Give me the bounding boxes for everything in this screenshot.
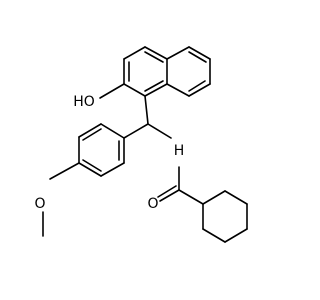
hydroxyl-label: HO [73, 94, 95, 110]
amide-hydrogen-label: H [174, 143, 185, 159]
bond [166, 83, 190, 97]
bond [123, 46, 146, 60]
bond [188, 46, 211, 60]
double-bond-inner [144, 51, 164, 63]
bond [123, 123, 149, 139]
bond [188, 83, 211, 97]
bond [100, 123, 125, 139]
bond [123, 83, 146, 97]
bond [100, 162, 125, 177]
bond [78, 162, 102, 177]
bond [49, 162, 80, 180]
double-bond-inner [188, 80, 206, 92]
bond [144, 46, 168, 60]
bond-hydroxyl [99, 83, 125, 99]
molecule-structure: HO H N O O [34, 46, 248, 243]
bond-layer [42, 46, 248, 243]
bond-carbonyl-second [157, 185, 177, 198]
bond [202, 228, 226, 243]
carbonyl-oxygen-label: O [147, 196, 158, 212]
bond-carbonyl [159, 189, 180, 202]
bond [166, 46, 190, 60]
bond [178, 189, 204, 205]
bond [144, 95, 149, 125]
bond [224, 228, 248, 243]
double-bond-inner [144, 80, 164, 92]
ether-oxygen-label: O [34, 196, 45, 212]
bond [78, 123, 102, 138]
bond [224, 190, 248, 205]
double-bond-inner [82, 128, 102, 141]
bond [144, 83, 168, 97]
double-bond-inner [82, 159, 102, 172]
double-bond-inner [188, 51, 207, 63]
bond [147, 123, 172, 139]
bond [202, 190, 226, 205]
structure-canvas: HO H N O O [34, 46, 248, 243]
